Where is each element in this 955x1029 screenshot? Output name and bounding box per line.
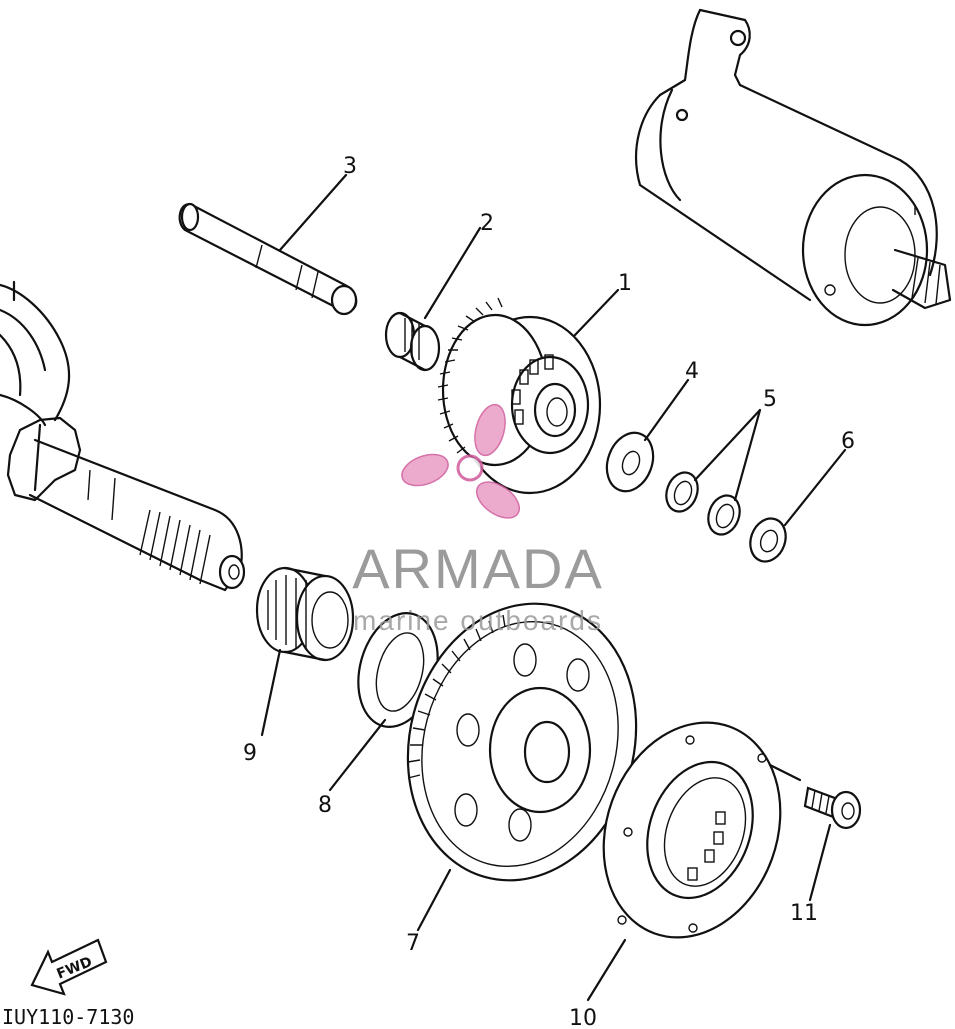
fwd-arrow: FWD	[30, 938, 108, 996]
callout-6: 6	[841, 429, 855, 454]
callout-8: 8	[318, 793, 332, 818]
part-7-starter-wheel-gear	[406, 602, 638, 882]
crankshaft	[6, 416, 246, 592]
callout-5: 5	[763, 387, 777, 412]
part-5-circlips	[665, 471, 741, 536]
part-3-shaft	[178, 202, 358, 316]
part-6-washer	[749, 517, 787, 563]
watermark-subtitle: marine outboards	[353, 605, 603, 636]
callout-1: 1	[618, 271, 632, 296]
part-4-washer	[605, 431, 655, 493]
part-10-starter-clutch	[602, 721, 782, 939]
part-code: IUY110-7130	[2, 1005, 134, 1029]
callout-9: 9	[243, 741, 257, 766]
callout-3: 3	[343, 154, 357, 179]
propeller-icon	[401, 403, 520, 519]
armada-logo-watermark: ARMADA marine outboards	[352, 403, 604, 636]
part-11-bolt	[803, 786, 862, 830]
part-9-needle-bearing	[255, 566, 355, 662]
callout-2: 2	[480, 211, 494, 236]
crankcase-fragment	[0, 280, 71, 427]
part-2-needle-bearing	[384, 311, 441, 372]
callout-11: 11	[790, 901, 818, 926]
callout-10: 10	[569, 1006, 597, 1029]
leader-lines	[260, 173, 847, 1002]
callout-4: 4	[685, 359, 699, 384]
starter-motor	[634, 8, 952, 327]
callout-numbers: 3 2 1 4 5 6 9 8 7 10 11	[243, 154, 855, 1029]
callout-7: 7	[406, 931, 420, 956]
watermark-title: ARMADA	[352, 537, 604, 600]
